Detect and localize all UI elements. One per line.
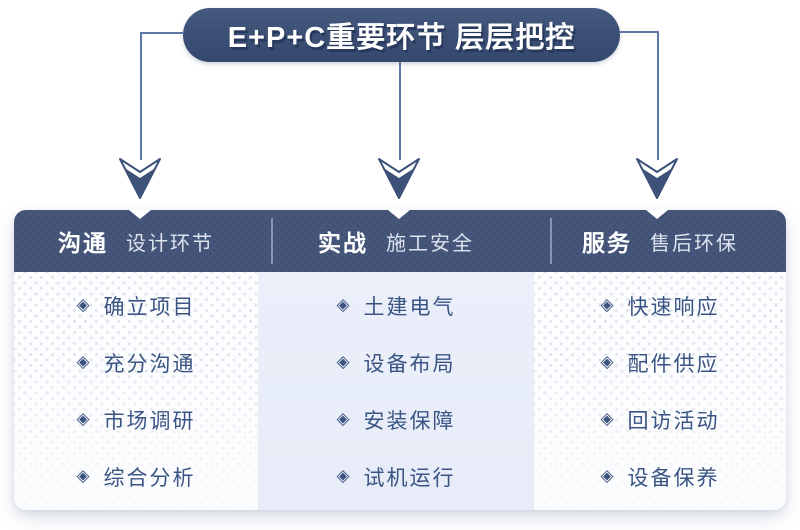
- header-communication: 沟通 设计环节: [14, 210, 258, 272]
- list-item: ◈ 确立项目: [76, 277, 195, 334]
- content-card: 沟通 设计环节 实战 施工安全 服务 售后环保 ◈ 确立项目: [14, 210, 786, 510]
- card-header-row: 沟通 设计环节 实战 施工安全 服务 售后环保: [14, 210, 786, 272]
- item-list: ◈ 土建电气 ◈ 设备布局 ◈ 安装保障 ◈ 试机运行: [336, 277, 455, 505]
- item-list: ◈ 快速响应 ◈ 配件供应 ◈ 回访活动 ◈ 设备保养: [600, 277, 719, 505]
- item-label: 设备保养: [627, 466, 720, 490]
- diamond-bullet-icon: ◈: [76, 352, 90, 372]
- diamond-bullet-icon: ◈: [600, 352, 614, 372]
- card-body-row: ◈ 确立项目 ◈ 充分沟通 ◈ 市场调研 ◈ 综合分析: [14, 272, 786, 510]
- item-label: 土建电气: [363, 295, 456, 319]
- list-item: ◈ 安装保障: [336, 391, 455, 448]
- list-item: ◈ 设备保养: [600, 448, 719, 505]
- diamond-bullet-icon: ◈: [600, 409, 614, 429]
- item-label: 快速响应: [627, 295, 720, 319]
- item-label: 市场调研: [103, 409, 196, 433]
- header-divider: [271, 218, 273, 264]
- column-practice: ◈ 土建电气 ◈ 设备布局 ◈ 安装保障 ◈ 试机运行: [258, 272, 534, 510]
- diamond-bullet-icon: ◈: [336, 466, 350, 486]
- item-list: ◈ 确立项目 ◈ 充分沟通 ◈ 市场调研 ◈ 综合分析: [76, 277, 195, 505]
- list-item: ◈ 市场调研: [76, 391, 195, 448]
- list-item: ◈ 设备布局: [336, 334, 455, 391]
- arrow-notch: [388, 210, 410, 219]
- diamond-bullet-icon: ◈: [76, 409, 90, 429]
- list-item: ◈ 回访活动: [600, 391, 719, 448]
- diamond-bullet-icon: ◈: [336, 295, 350, 315]
- list-item: ◈ 配件供应: [600, 334, 719, 391]
- diamond-bullet-icon: ◈: [336, 409, 350, 429]
- item-label: 试机运行: [363, 466, 456, 490]
- header-subtitle: 设计环节: [126, 232, 214, 255]
- diamond-bullet-icon: ◈: [600, 466, 614, 486]
- title-banner: E+P+C重要环节 层层把控: [183, 8, 620, 62]
- list-item: ◈ 充分沟通: [76, 334, 195, 391]
- header-subtitle: 施工安全: [386, 232, 474, 255]
- header-subtitle: 售后环保: [650, 232, 738, 255]
- column-service: ◈ 快速响应 ◈ 配件供应 ◈ 回访活动 ◈ 设备保养: [534, 272, 786, 510]
- item-label: 综合分析: [103, 466, 196, 490]
- connector-right-vertical: [657, 31, 659, 160]
- diamond-bullet-icon: ◈: [76, 466, 90, 486]
- connector-right-horizontal: [619, 31, 659, 33]
- item-label: 确立项目: [103, 295, 196, 319]
- header-tag: 服务: [582, 230, 632, 256]
- column-communication: ◈ 确立项目 ◈ 充分沟通 ◈ 市场调研 ◈ 综合分析: [14, 272, 258, 510]
- down-arrow-icon: [636, 158, 678, 199]
- down-arrow-icon: [378, 158, 420, 199]
- diamond-bullet-icon: ◈: [76, 295, 90, 315]
- header-tag: 沟通: [58, 230, 108, 256]
- connector-left-horizontal: [140, 32, 184, 34]
- header-practice: 实战 施工安全: [258, 210, 534, 272]
- banner-title: E+P+C重要环节 层层把控: [227, 22, 576, 54]
- arrow-notch: [646, 210, 668, 219]
- header-service: 服务 售后环保: [534, 210, 786, 272]
- list-item: ◈ 快速响应: [600, 277, 719, 334]
- diamond-bullet-icon: ◈: [336, 352, 350, 372]
- header-divider: [550, 218, 552, 264]
- item-label: 配件供应: [627, 352, 720, 376]
- item-label: 设备布局: [363, 352, 456, 376]
- header-tag: 实战: [318, 230, 368, 256]
- down-arrow-icon: [119, 158, 161, 199]
- diamond-bullet-icon: ◈: [600, 295, 614, 315]
- list-item: ◈ 试机运行: [336, 448, 455, 505]
- connector-left-vertical: [140, 32, 142, 160]
- item-label: 安装保障: [363, 409, 456, 433]
- item-label: 充分沟通: [103, 352, 196, 376]
- connector-middle-vertical: [399, 62, 401, 160]
- item-label: 回访活动: [627, 409, 720, 433]
- list-item: ◈ 土建电气: [336, 277, 455, 334]
- list-item: ◈ 综合分析: [76, 448, 195, 505]
- arrow-notch: [129, 210, 151, 219]
